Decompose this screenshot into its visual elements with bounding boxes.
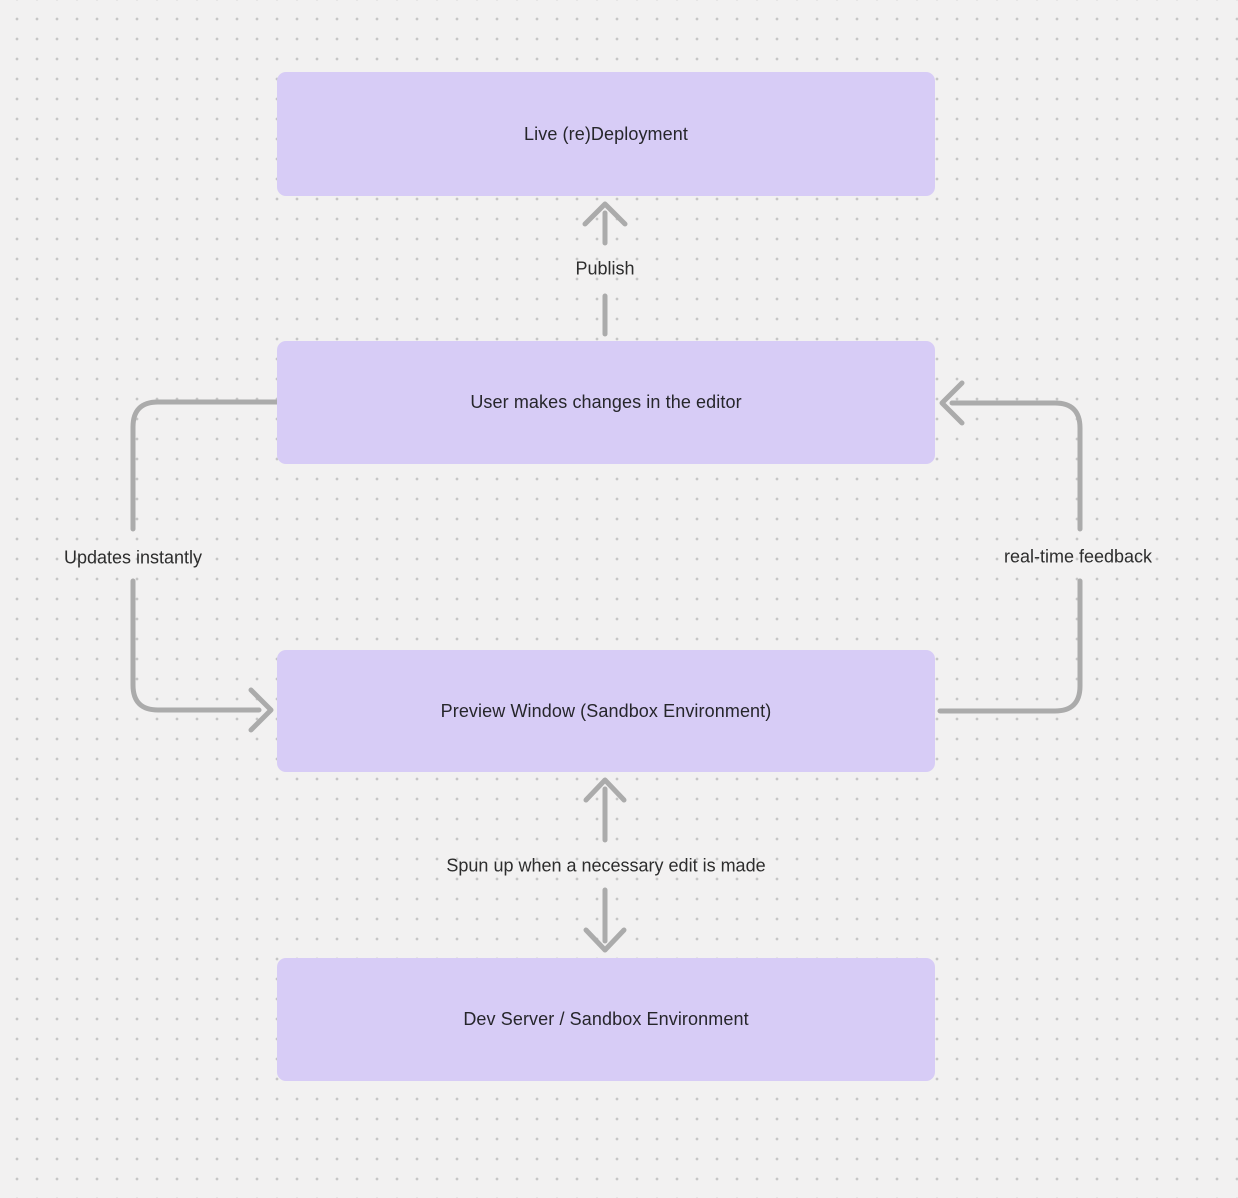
- arrowhead-down-icon: [583, 927, 627, 953]
- edge-real-time-feedback[interactable]: [937, 380, 1083, 714]
- node-dev-server-label: Dev Server / Sandbox Environment: [463, 1009, 749, 1029]
- node-dev-server[interactable]: Dev Server / Sandbox Environment: [277, 958, 935, 1081]
- node-preview-window-label: Preview Window (Sandbox Environment): [440, 700, 772, 721]
- arrowhead-up-icon: [583, 777, 627, 803]
- node-live-redeployment-label: Live (re)Deployment: [524, 123, 688, 144]
- edge-label-real-time-feedback: real-time feedback: [1003, 546, 1153, 567]
- edge-feedback-top: [949, 400, 1083, 532]
- arrowhead-up-icon: [582, 201, 628, 227]
- arrowhead-right-icon: [248, 687, 274, 733]
- node-live-redeployment[interactable]: Live (re)Deployment: [277, 72, 935, 196]
- edge-label-publish: Publish: [575, 258, 635, 279]
- edge-label-spun-up: Spun up when a necessary edit is made: [446, 855, 766, 876]
- edge-updates-bottom: [130, 578, 262, 713]
- edge-updates-instantly[interactable]: [130, 399, 280, 733]
- edge-updates-top: [130, 399, 280, 532]
- edge-spun-up[interactable]: [583, 777, 627, 953]
- node-preview-window[interactable]: Preview Window (Sandbox Environment): [277, 650, 935, 772]
- edge-feedback-bottom: [937, 578, 1083, 714]
- node-user-editor[interactable]: User makes changes in the editor: [277, 341, 935, 464]
- arrowhead-left-icon: [939, 380, 965, 426]
- edge-label-updates-instantly: Updates instantly: [63, 547, 203, 568]
- node-user-editor-label: User makes changes in the editor: [470, 392, 742, 412]
- edge-publish[interactable]: [582, 201, 628, 337]
